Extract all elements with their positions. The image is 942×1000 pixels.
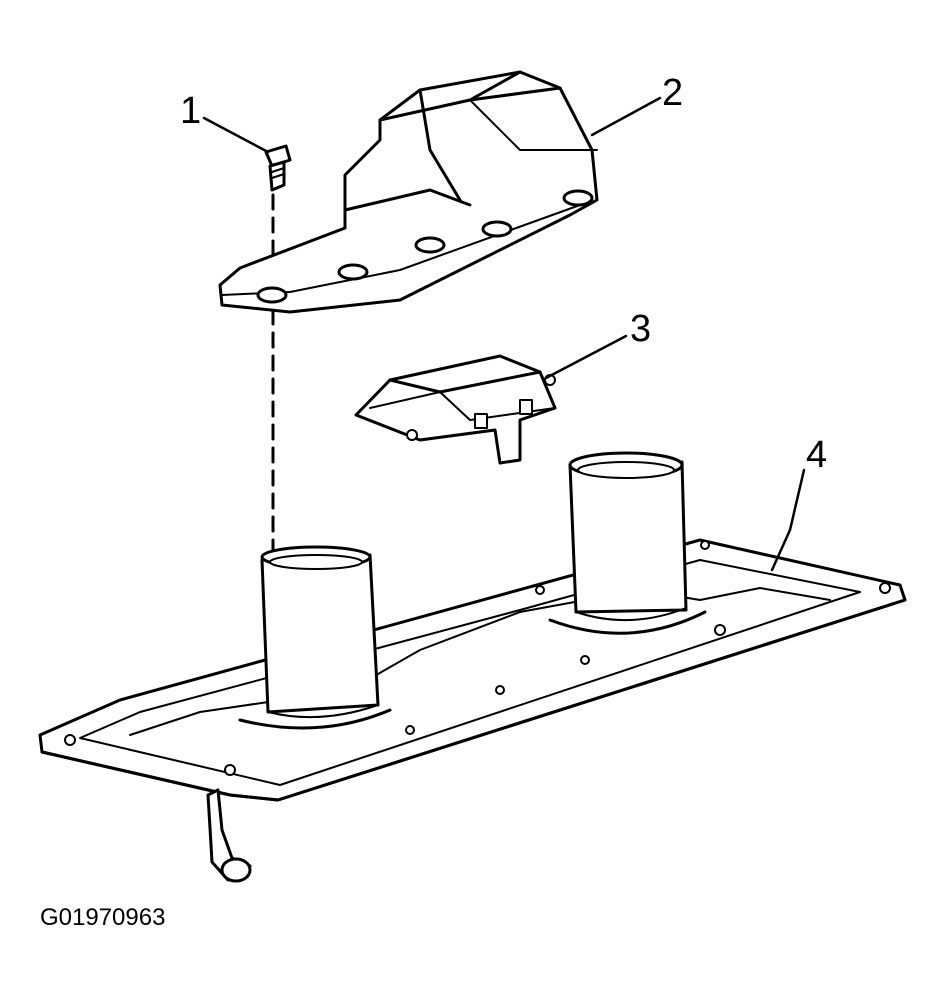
callout-1-label: 1 bbox=[180, 90, 202, 132]
cover-part bbox=[218, 70, 599, 314]
leader-lines bbox=[202, 96, 806, 572]
leader-line-4 bbox=[770, 468, 806, 572]
leader-line-1 bbox=[202, 116, 270, 154]
leader-line-2 bbox=[590, 96, 662, 137]
callout-4-label: 4 bbox=[806, 434, 828, 476]
bolt-part bbox=[264, 144, 292, 192]
callout-3-label: 3 bbox=[630, 308, 652, 350]
leader-line-3 bbox=[544, 334, 628, 380]
bracket-part bbox=[354, 354, 557, 465]
gasket-plate-part bbox=[38, 451, 907, 883]
callout-2-label: 2 bbox=[662, 72, 684, 114]
figure-id: G01970963 bbox=[40, 904, 166, 931]
